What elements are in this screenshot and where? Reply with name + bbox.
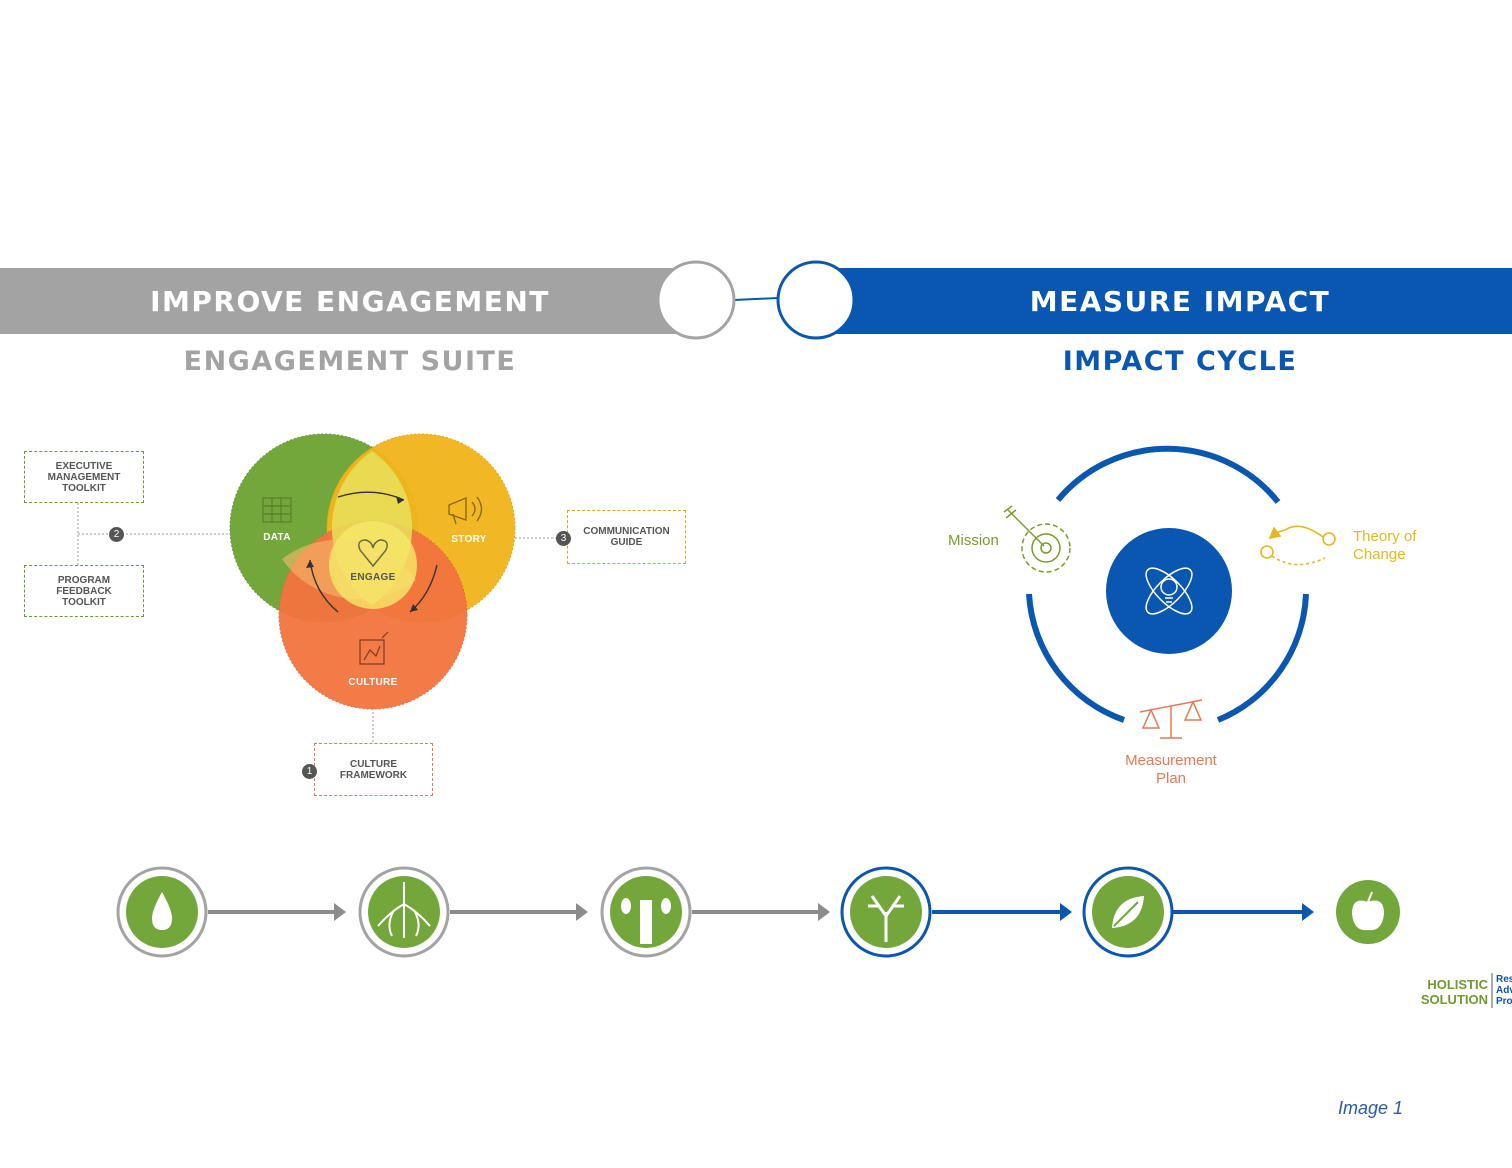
measure-impact-banner [816,268,1512,334]
water-drop-icon [152,892,172,930]
engagement-venn [229,433,516,710]
improve-engagement-banner [0,268,700,334]
image-caption: Image 1 [1338,1098,1404,1118]
target-arrow-icon [1003,505,1071,573]
blue-connector-circle [776,260,856,340]
logo-side-text: ResAdvPro [1496,974,1512,1007]
heart-icon [358,539,388,568]
measure-impact-title: MEASURE IMPACT [1029,285,1331,318]
megaphone-icon [448,496,483,525]
route-icon [1260,525,1336,566]
apple-icon [1352,900,1384,931]
improve-engagement-title: IMPROVE ENGAGEMENT [150,285,550,318]
culture-canvas-icon [359,631,389,665]
banner-connector [733,297,779,301]
engagement-suite-subtitle: ENGAGEMENT SUITE [183,346,517,377]
impact-cycle-subtitle: IMPACT CYCLE [1062,346,1298,377]
gray-connector-circle [656,260,736,340]
number-1-badge: 1 [302,764,317,779]
impact-center-circle [1106,528,1232,654]
spreadsheet-icon [262,497,292,523]
mission-label: Mission [948,532,999,549]
growth-progression [116,866,1400,958]
lightbulb-atom-icon [1145,567,1193,615]
story-label: STORY [451,534,487,545]
trunk-icon [621,898,671,944]
engage-label: ENGAGE [350,572,396,583]
culture-label: CULTURE [348,677,398,688]
tree-icon [868,895,904,942]
balance-scale-icon [1139,699,1203,739]
data-label: DATA [263,532,291,543]
roots-icon [377,882,431,938]
number-2-badge: 2 [109,527,124,542]
number-3-badge: 3 [556,531,571,546]
impact-cycle-ring [1026,445,1309,723]
